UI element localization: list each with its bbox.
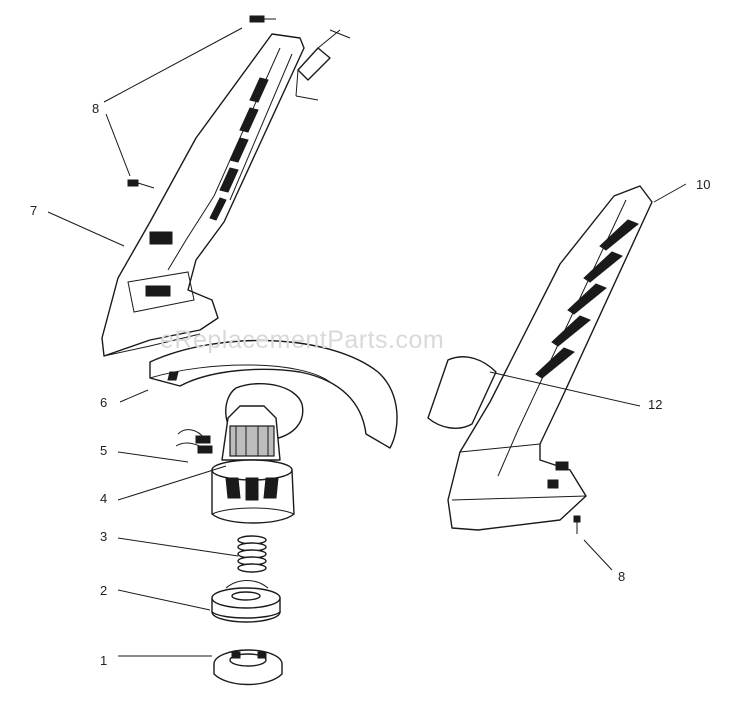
callout-8-bottom: 8	[618, 569, 626, 584]
spool	[211, 580, 281, 623]
wire-connectors	[175, 429, 213, 454]
motor-assembly	[211, 405, 295, 524]
callout-5: 5	[100, 443, 108, 458]
screw-right	[573, 515, 581, 534]
callout-3: 3	[100, 529, 108, 544]
callout-7: 7	[30, 203, 38, 218]
callout-2: 2	[100, 583, 108, 598]
right-housing-half	[447, 185, 653, 531]
callout-1: 1	[100, 653, 108, 668]
callout-6: 6	[100, 395, 108, 410]
screw-middle	[127, 179, 155, 189]
spool-cap	[213, 649, 283, 686]
shaft-section	[295, 29, 351, 101]
screw-top	[249, 15, 276, 23]
grip-label	[427, 356, 497, 429]
callout-8-top: 8	[92, 101, 100, 116]
callout-12: 12	[648, 397, 663, 412]
callout-4: 4	[100, 491, 108, 506]
left-housing-half	[101, 33, 305, 357]
spring	[237, 535, 267, 573]
site-watermark: eReplacementParts.com	[160, 326, 445, 354]
leader-lines	[47, 27, 687, 657]
callout-10: 10	[696, 177, 711, 192]
